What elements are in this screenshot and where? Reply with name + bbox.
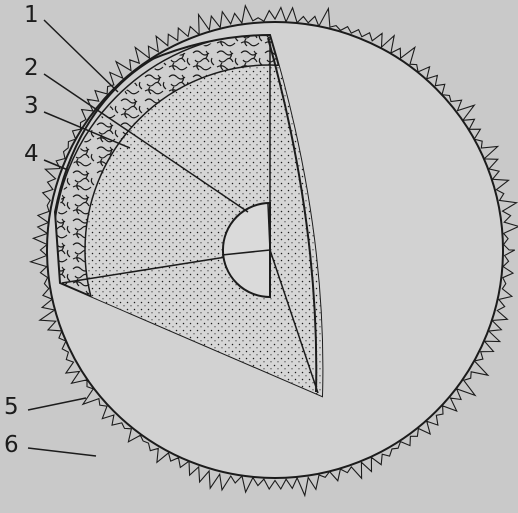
callout-5: 5 xyxy=(4,396,19,419)
callout-2: 2 xyxy=(24,57,39,80)
leader-6 xyxy=(28,448,96,456)
callout-4: 4 xyxy=(24,143,39,166)
callout-1: 1 xyxy=(24,4,39,27)
callout-6: 6 xyxy=(4,434,19,457)
leader-5 xyxy=(28,398,86,410)
callout-3: 3 xyxy=(24,95,39,118)
